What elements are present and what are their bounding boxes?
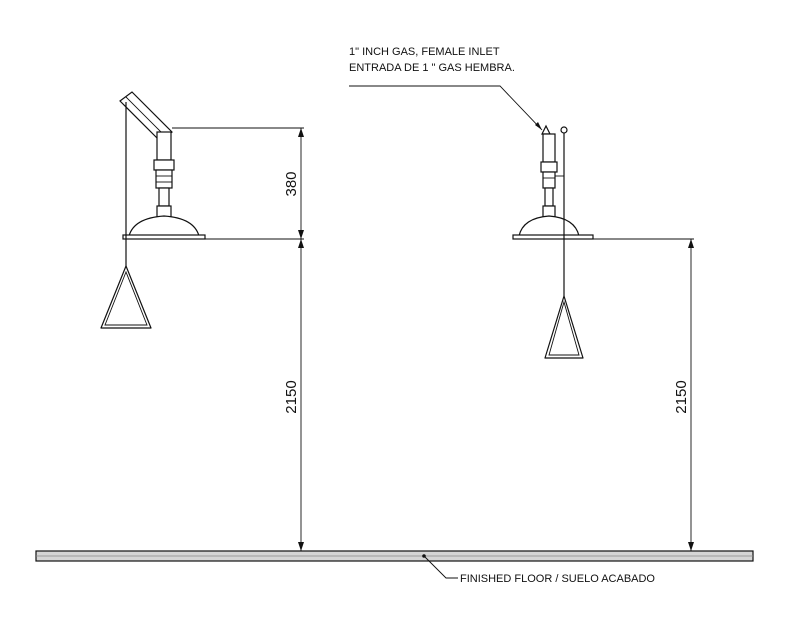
- right-shower-head: [518, 215, 580, 237]
- left-height-dimension: 2150: [283, 380, 300, 413]
- left-pull-handle: [100, 265, 152, 329]
- right-dimension-lines: [593, 238, 694, 551]
- left-shower-head: [128, 215, 200, 237]
- inlet-callout-line2: ENTRADA DE 1 " GAS HEMBRA.: [349, 62, 515, 74]
- left-shower-assembly: [100, 91, 206, 329]
- inlet-callout-line1: 1" INCH GAS, FEMALE INLET: [349, 46, 500, 58]
- inlet-callout-leader: [349, 85, 543, 131]
- finished-floor: [35, 550, 754, 562]
- right-pull-handle: [544, 295, 584, 359]
- floor-label: FINISHED FLOOR / SUELO ACABADO: [460, 573, 655, 585]
- left-pipe-dimension: 380: [283, 171, 300, 196]
- right-height-dimension: 2150: [673, 380, 690, 413]
- left-dimension-lines: [172, 127, 304, 551]
- floor-label-leader: [422, 554, 458, 579]
- right-shower-assembly: [512, 124, 594, 359]
